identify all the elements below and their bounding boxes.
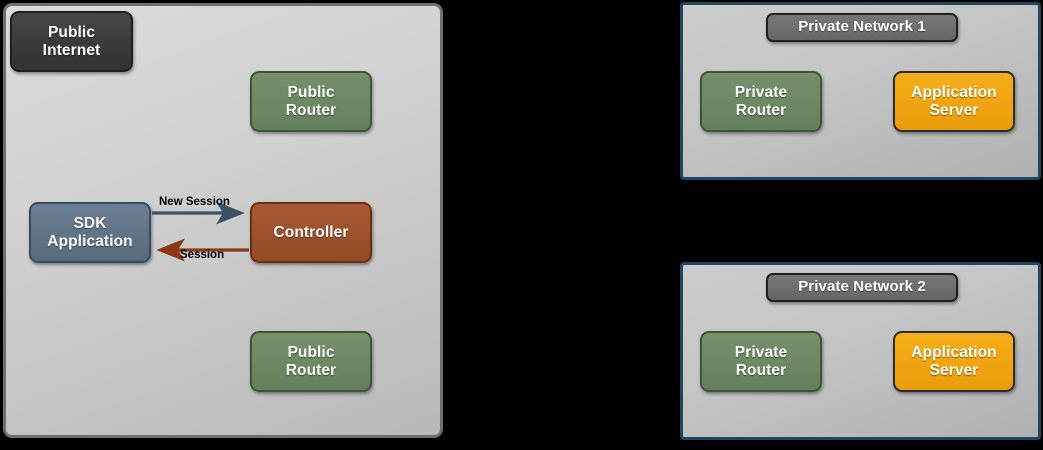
private-network-1-title: Private Network 1 [766, 13, 958, 42]
private-network-2-title: Private Network 2 [766, 273, 958, 302]
node-public-router-top[interactable]: Public Router [250, 71, 372, 132]
edge-label-new-session: New Session [159, 196, 230, 208]
node-sdk-application[interactable]: SDK Application [29, 202, 151, 263]
private-network-2-router[interactable]: Private Router [700, 331, 822, 392]
edge-label-session: Session [180, 249, 225, 261]
private-network-1-router[interactable]: Private Router [700, 71, 822, 132]
private-network-2-app-server[interactable]: Application Server [893, 331, 1015, 392]
private-network-1-app-server[interactable]: Application Server [893, 71, 1015, 132]
node-controller[interactable]: Controller [250, 202, 372, 263]
node-public-router-bottom[interactable]: Public Router [250, 331, 372, 392]
node-public-internet[interactable]: Public Internet [10, 11, 133, 72]
